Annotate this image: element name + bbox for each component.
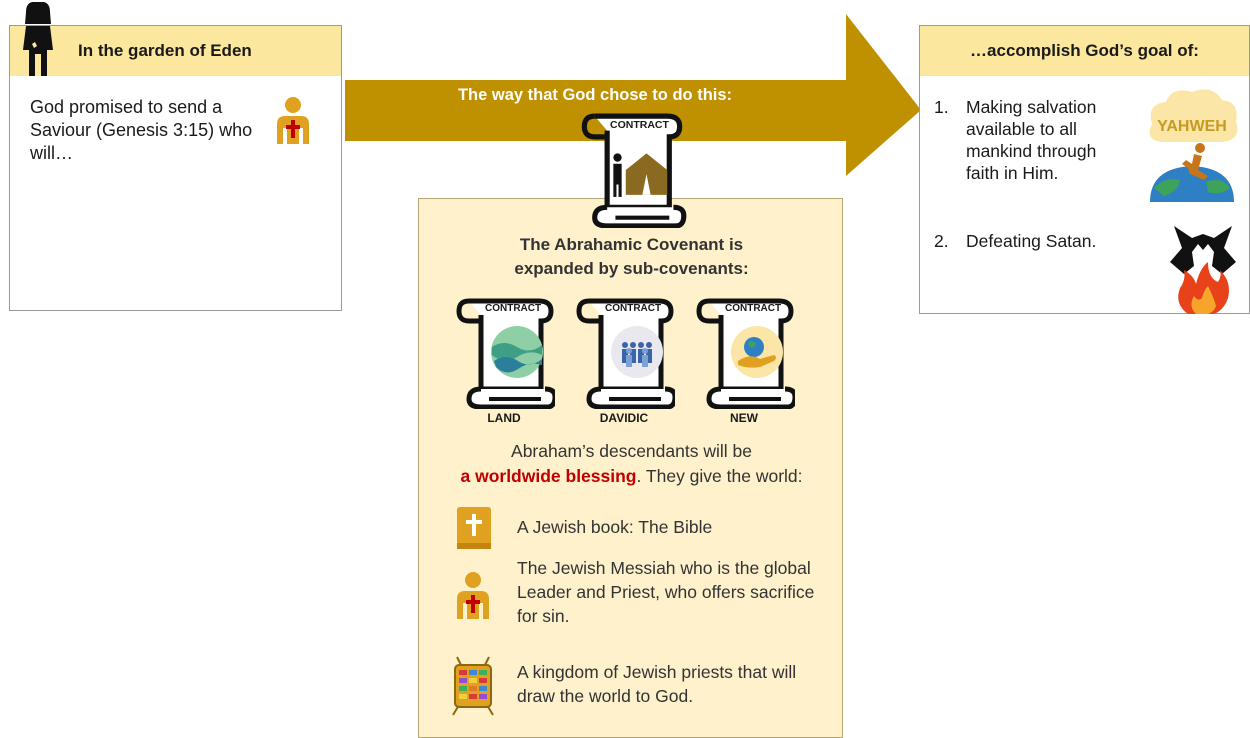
blessing-line2: a worldwide blessing. They give the worl… (419, 464, 844, 489)
messiah-icon (457, 572, 489, 619)
gift-item-priests: A kingdom of Jewish priests that will dr… (517, 662, 797, 706)
messiah-icon (277, 97, 309, 144)
abrahamic-covenant-panel: The Abrahamic Covenant is expanded by su… (418, 198, 843, 738)
woman-icon (23, 2, 53, 76)
gift-item-messiah: The Jewish Messiah who is the global Lea… (517, 558, 815, 626)
gift-item-bible: A Jewish book: The Bible (517, 517, 713, 537)
goal-number: 2. (934, 231, 949, 251)
sub-covenant-land: CONTRACT LAND (455, 297, 555, 427)
bible-icon (457, 507, 491, 549)
land-waves-icon (491, 326, 543, 378)
sub-covenant-new: CONTRACT NEW (695, 297, 795, 427)
goal-text: Making salvation available to all mankin… (966, 97, 1097, 183)
earth-hand-icon (731, 326, 783, 378)
people-icon (611, 326, 663, 378)
satan-fire-icon (1170, 226, 1236, 314)
eden-box: In the garden of Eden God promised to se… (9, 25, 342, 311)
scroll-icon (581, 113, 687, 228)
scroll-contract-text: CONTRACT (485, 303, 542, 314)
goal-text: Defeating Satan. (966, 231, 1097, 251)
sub-covenant-label: NEW (730, 411, 758, 425)
yahweh-label: YAHWEH (1157, 118, 1227, 135)
blessing-text: Abraham’s descendants will be a worldwid… (419, 439, 844, 489)
scroll-contract-text: CONTRACT (725, 303, 782, 314)
goal-box: …accomplish God’s goal of: 1. Making sal… (919, 25, 1250, 314)
sub-covenant-davidic: CONTRACT DAVIDIC (575, 297, 675, 427)
covenant-title: The Abrahamic Covenant is expanded by su… (419, 233, 844, 281)
yahweh-earth-icon: YAHWEH (1142, 84, 1242, 202)
goal-box-title: …accomplish God’s goal of: (970, 41, 1199, 60)
abrahamic-contract-scroll: CONTRACT (576, 112, 688, 228)
eden-promise-text: God promised to send a Saviour (Genesis … (30, 97, 253, 163)
arrow-label: The way that God chose to do this: (457, 86, 733, 104)
eden-box-title: In the garden of Eden (78, 41, 252, 60)
blessing-line1: Abraham’s descendants will be (511, 441, 752, 461)
covenant-title-line1: The Abrahamic Covenant is (519, 235, 744, 254)
covenant-title-line2: expanded by sub-covenants: (514, 259, 749, 278)
goal-box-header: …accomplish God’s goal of: (920, 26, 1249, 76)
scroll-contract-text: CONTRACT (610, 119, 669, 131)
eden-box-header: In the garden of Eden (10, 26, 341, 76)
blessing-highlight: a worldwide blessing (460, 466, 637, 486)
sub-covenant-label: LAND (487, 411, 521, 425)
sub-covenant-label: DAVIDIC (599, 411, 649, 425)
blessing-post: . They give the world: (636, 466, 803, 486)
scroll-contract-text: CONTRACT (605, 303, 662, 314)
breastplate-icon (452, 656, 494, 716)
goal-number: 1. (934, 97, 949, 117)
